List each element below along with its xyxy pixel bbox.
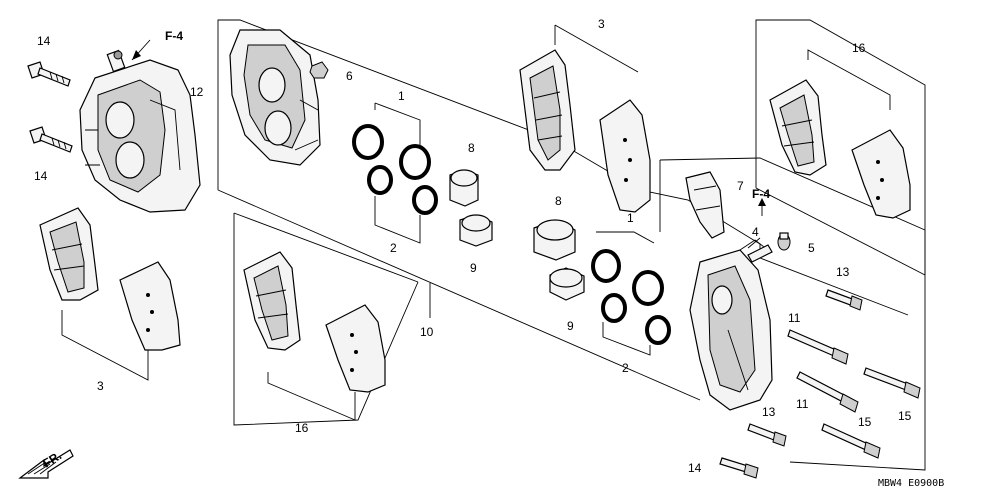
label-12: 12 bbox=[190, 85, 204, 99]
brake-pad-16-lower bbox=[243, 251, 386, 393]
label-10: 10 bbox=[420, 325, 434, 339]
label-5: 5 bbox=[808, 241, 815, 255]
plug-6 bbox=[309, 61, 329, 79]
label-f4-top: F-4 bbox=[165, 29, 183, 43]
label-1-left: 1 bbox=[398, 89, 405, 103]
label-15-lower: 15 bbox=[858, 415, 872, 429]
label-4: 4 bbox=[752, 225, 759, 239]
label-9-right: 9 bbox=[567, 319, 574, 333]
label-11-upper: 11 bbox=[788, 311, 801, 325]
cap-5 bbox=[777, 232, 791, 251]
label-13-lower: 13 bbox=[762, 405, 776, 419]
arrow-f4-right bbox=[758, 198, 766, 216]
label-9-left: 9 bbox=[470, 261, 477, 275]
label-15-right: 15 bbox=[898, 409, 912, 423]
front-direction-arrow-icon bbox=[18, 449, 74, 479]
label-8-right: 8 bbox=[555, 194, 562, 208]
pad-pin-11-upper bbox=[787, 329, 849, 365]
label-14-top: 14 bbox=[37, 34, 51, 48]
label-7: 7 bbox=[737, 179, 744, 193]
label-14-mid: 14 bbox=[34, 169, 48, 183]
label-3-top: 3 bbox=[598, 17, 605, 31]
brake-pad-16-upper bbox=[769, 79, 911, 219]
label-3-bottom: 3 bbox=[97, 379, 104, 393]
diagram-reference-code: MBW4 E0900B bbox=[878, 478, 944, 489]
label-2-left: 2 bbox=[390, 241, 397, 255]
right-caliper-body bbox=[689, 239, 773, 411]
bolt-14-lower bbox=[719, 457, 759, 479]
bolt-13-lower bbox=[747, 423, 787, 447]
label-6: 6 bbox=[346, 69, 353, 83]
left-caliper-body bbox=[79, 49, 201, 213]
pistons-right bbox=[533, 219, 585, 301]
label-f4-right: F-4 bbox=[752, 187, 770, 201]
part-labels: 14 14 14 12 6 1 2 8 9 10 3 3 16 16 8 9 1… bbox=[34, 17, 944, 489]
piston-seal-set-right bbox=[591, 249, 671, 345]
label-16-top: 16 bbox=[852, 41, 866, 55]
bolt-15-lower bbox=[821, 423, 881, 459]
brake-pad-3-lower bbox=[39, 207, 181, 351]
label-14-bottom: 14 bbox=[688, 461, 702, 475]
pad-pin-11-lower bbox=[796, 371, 859, 413]
bolt-15-right bbox=[863, 367, 921, 399]
label-8-left: 8 bbox=[468, 141, 475, 155]
label-13-upper: 13 bbox=[836, 265, 850, 279]
label-1-right: 1 bbox=[627, 211, 634, 225]
pad-spring-7 bbox=[685, 171, 725, 239]
brake-pad-3-top bbox=[519, 49, 651, 213]
caliper-mount-bolt-lower bbox=[29, 126, 73, 153]
label-2-right: 2 bbox=[622, 361, 629, 375]
arrow-f4-top bbox=[131, 39, 151, 61]
bleeder-4 bbox=[747, 244, 773, 263]
piston-seal-set-left bbox=[352, 124, 438, 215]
label-16-bottom: 16 bbox=[295, 421, 309, 435]
caliper-mount-bolt-upper bbox=[27, 61, 71, 87]
pistons-left bbox=[449, 169, 493, 247]
label-11-lower: 11 bbox=[796, 397, 809, 411]
bolt-13-upper bbox=[825, 289, 863, 311]
center-caliper-half bbox=[229, 29, 321, 166]
